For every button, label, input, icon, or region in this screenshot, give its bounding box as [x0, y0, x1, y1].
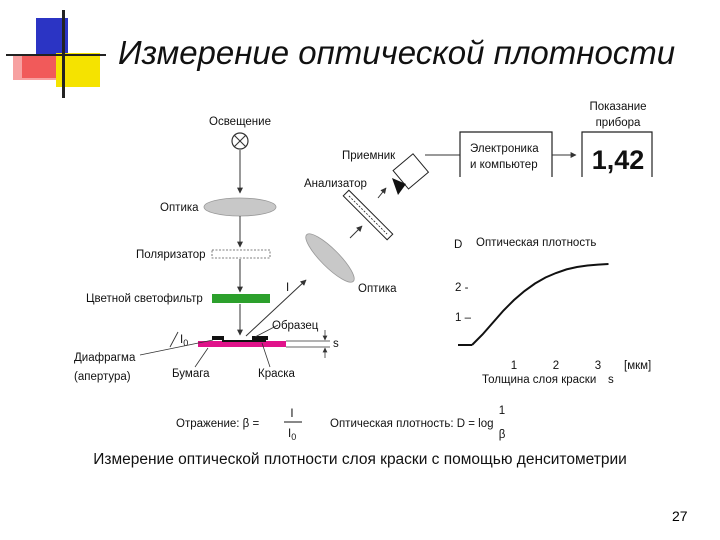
computer-label: и компьютер: [470, 159, 538, 171]
sample-label: Образец: [272, 320, 319, 332]
i0-label: I0: [180, 334, 188, 348]
reflected-beam-arrow: [349, 225, 363, 239]
paper-label: Бумага: [172, 368, 210, 380]
density-chart: D Оптическая плотность 2 - 1 – 1 2 3 [мк…: [454, 237, 651, 386]
color-filter-label: Цветной светофильтр: [86, 293, 203, 305]
optics-left-label: Оптика: [160, 202, 199, 214]
polarizer-label: Поляризатор: [136, 249, 206, 261]
density-curve: [471, 263, 609, 346]
chart-x-tick-3: 3: [595, 360, 601, 372]
chart-y-tick-1: 1 –: [455, 312, 472, 324]
chart-y-label: Оптическая плотность: [476, 237, 596, 249]
reading-label: Показание: [589, 101, 646, 113]
formula-numerator-i: I: [290, 408, 293, 420]
formula-density: Оптическая плотность: D = log: [330, 418, 493, 430]
chart-x-tick-2: 2: [553, 360, 559, 372]
reading-value: 1,42: [592, 145, 645, 175]
reflected-beam-arrow: [377, 187, 387, 199]
receiver-element: [392, 153, 430, 190]
deco-line-horizontal: [6, 54, 106, 56]
lens-left: [203, 197, 277, 217]
color-filter-element: [212, 294, 270, 303]
paper-sample: [198, 341, 286, 347]
chart-x-unit: [мкм]: [624, 360, 651, 372]
chart-x-tick-1: 1: [511, 360, 517, 372]
electronics-label: Электроника: [470, 143, 539, 155]
diaphragm-left: [212, 336, 224, 340]
deco-square-red: [22, 56, 60, 78]
illumination-label: Освещение: [209, 116, 271, 128]
thickness-s-label: s: [333, 338, 339, 350]
formula-denominator-i0: I0: [288, 428, 296, 442]
reflected-beam-arrow: [245, 279, 307, 337]
chart-y-symbol: D: [454, 239, 462, 251]
figure-caption: Измерение оптической плотности слоя крас…: [93, 451, 627, 468]
slide-title: Измерение оптической плотности: [118, 34, 676, 71]
lens-right: [305, 233, 355, 283]
analyzer-element: [342, 189, 394, 241]
formula-reflection: Отражение: β =: [176, 418, 259, 430]
diaphragm-right: [252, 336, 268, 340]
chart-x-label: Толщина слоя краски: [482, 374, 596, 386]
reading-label-2: прибора: [596, 117, 641, 129]
reflected-i-label: I: [286, 282, 289, 294]
receiver-label: Приемник: [342, 150, 396, 162]
optics-right-label: Оптика: [358, 283, 397, 295]
chart-x-symbol: s: [608, 374, 614, 386]
ink-layer: [222, 340, 266, 342]
reading-box: [581, 131, 653, 177]
formula-one: 1: [499, 405, 505, 417]
page-number: 27: [672, 508, 688, 524]
polarizer-element: [211, 249, 271, 259]
receiver-detector-icon: [392, 178, 406, 195]
formula-beta: β: [499, 429, 506, 441]
diaphragm-label: Диафрагма: [74, 352, 136, 364]
analyzer-label: Анализатор: [304, 178, 367, 190]
chart-y-tick-2: 2 -: [455, 282, 469, 294]
ink-label: Краска: [258, 368, 296, 380]
aperture-label: (апертура): [74, 371, 131, 383]
